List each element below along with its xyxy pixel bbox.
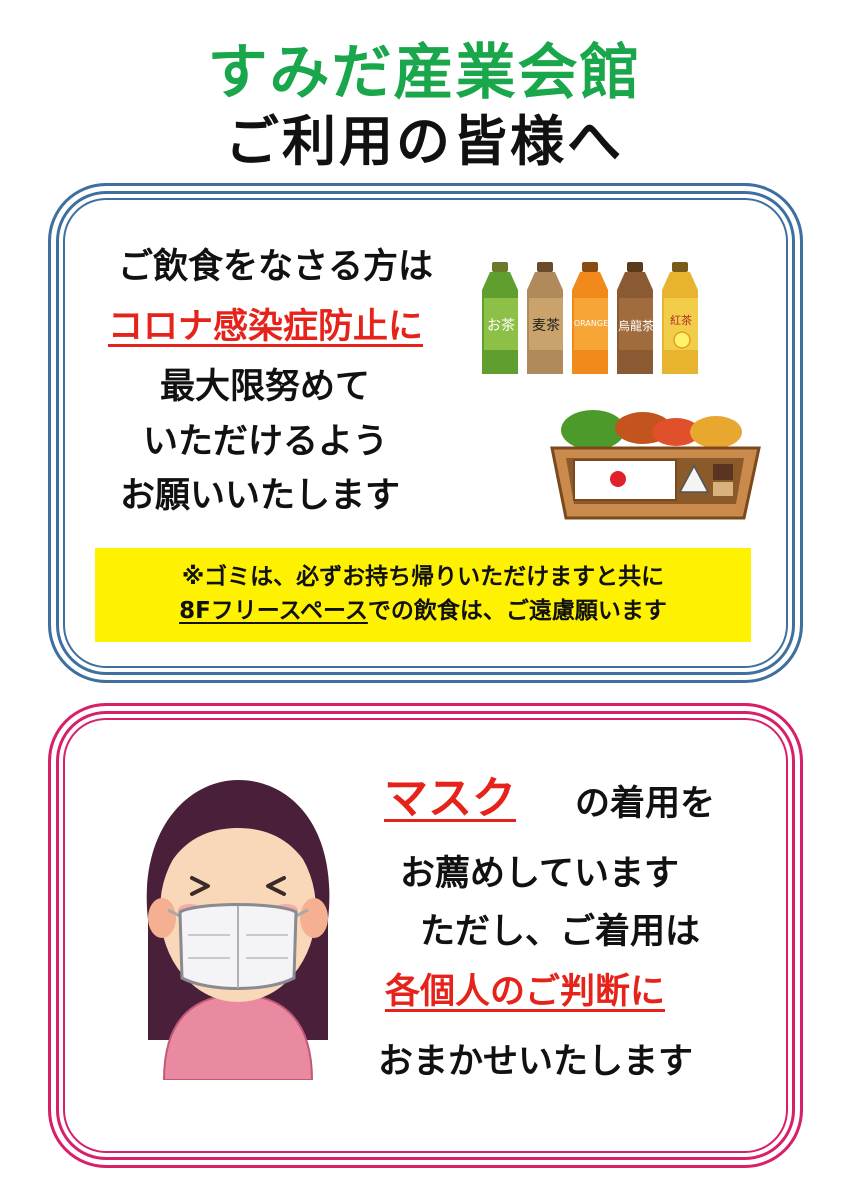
trash-notice-line-2: 8Fフリースペースでの飲食は、ご遠慮願います [95,594,751,628]
mask-highlight: マスク [384,773,516,824]
free-space-label: 8Fフリースペース [179,598,368,624]
page-title: ご利用の皆様へ [225,110,624,173]
bottle-barley-tea: 麦茶 [527,262,563,374]
mask-line-5: おまかせいたします [378,1042,694,1082]
bento-box-illustration [550,410,761,520]
bottle-label: お茶 [487,318,515,334]
trash-notice-line-1: ※ゴミは、必ずお持ち帰りいただけますと共に [181,564,665,590]
bottle-orange: ORANGE [572,262,608,374]
bottle-black-tea: 紅茶 [662,262,698,374]
food-line-5: お願いいたします [120,476,401,516]
bottle-label: 烏龍茶 [618,318,654,333]
trash-notice-line-2-rest: での飲食は、ご遠慮願います [367,598,667,624]
trash-notice-banner: ※ゴミは、必ずお持ち帰りいただけますと共に 8Fフリースペースでの飲食は、ご遠慮… [95,548,751,642]
bottle-oolong-tea: 烏龍茶 [617,262,654,374]
food-line-2: コロナ感染症防止に [108,307,424,347]
bottle-label: ORANGE [574,319,608,328]
food-line-3: 最大限努めて [160,367,371,407]
food-line-4: いただけるよう [143,422,389,462]
mask-line-4: 各個人のご判断に [385,972,666,1012]
food-notice-panel [48,183,803,683]
venue-name: すみだ産業会館 [207,38,642,108]
bottle-label: 麦茶 [532,318,560,334]
bottle-green-tea: お茶 [482,262,518,374]
masked-woman-illustration [146,780,330,1080]
mask-line-3: ただし、ご着用は [420,912,701,952]
bottle-label: 紅茶 [670,314,692,327]
mask-line-2: お薦めしています [400,854,679,894]
mask-notice-panel [48,703,803,1168]
tea-bottles-illustration: お茶 麦茶 ORANGE 烏龍茶 紅茶 [482,262,698,374]
food-line-1: ご飲食をなさる方は [118,247,434,287]
mask-line-1-rest: の着用を [575,784,716,824]
